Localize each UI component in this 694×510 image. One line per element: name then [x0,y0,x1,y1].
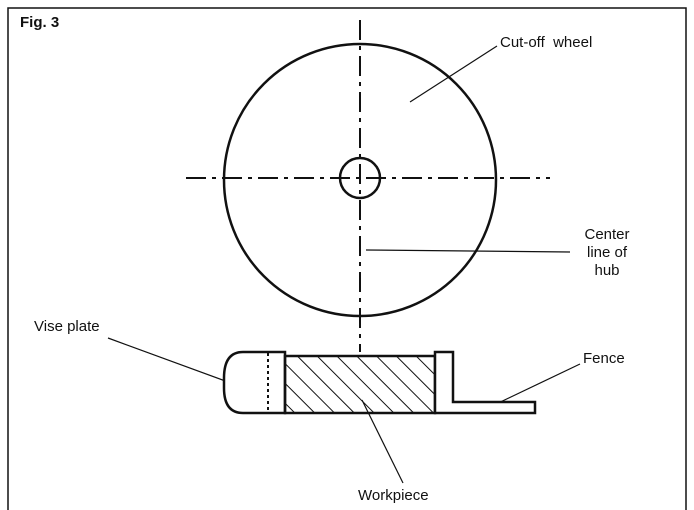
leader-center-line [365,249,571,253]
vise-plate [222,350,287,415]
fence [433,350,537,415]
figure-label: Fig. 3 [20,14,60,31]
label-fence: Fence [583,350,625,367]
label-workpiece: Workpiece [358,487,429,504]
label-center-line-3: hub [594,262,620,279]
label-center-line-of-hub: Center line of hub [572,226,642,280]
label-center-line-2: line of [586,244,628,261]
leader-fence [491,363,581,407]
leader-cut-off-wheel [409,45,498,103]
figure-frame [7,7,687,510]
leader-vise-plate [107,337,229,383]
label-vise-plate: Vise plate [34,318,100,335]
label-center-line-1: Center [584,226,630,243]
workpiece [283,354,437,415]
label-cut-off-wheel: Cut-off wheel [500,34,593,51]
